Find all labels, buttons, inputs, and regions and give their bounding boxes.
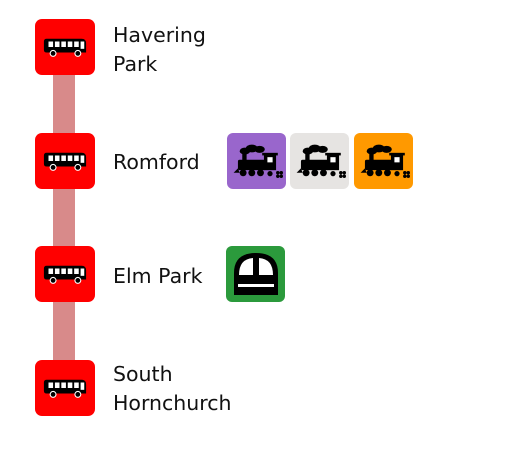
stop-label-elm-park: Elm Park — [113, 264, 203, 288]
bus-icon[interactable] — [35, 246, 95, 302]
steam-train-icon[interactable] — [354, 133, 413, 189]
bus-icon[interactable] — [35, 360, 95, 416]
bus-icon[interactable] — [35, 133, 95, 189]
steam-train-icon[interactable] — [290, 133, 349, 189]
stop-label-havering-park: Havering Park — [113, 23, 206, 76]
underground-train-icon[interactable] — [226, 246, 285, 302]
route-line — [53, 66, 75, 376]
steam-train-icon[interactable] — [227, 133, 286, 189]
bus-icon[interactable] — [35, 19, 95, 75]
stop-label-romford: Romford — [113, 150, 200, 174]
stop-label-south-hornchurch: South Hornchurch — [113, 362, 232, 415]
